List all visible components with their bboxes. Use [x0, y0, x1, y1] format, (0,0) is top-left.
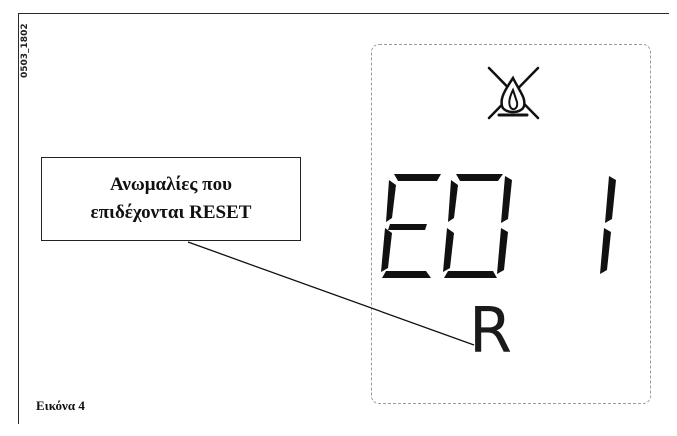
callout-line-1: Ανωμαλίες που: [110, 174, 232, 195]
callout-box: Ανωμαλίες που επιδέχονται RESET: [41, 157, 301, 241]
figure-caption: Εικόνα 4: [36, 398, 85, 413]
reset-indicator: R: [469, 294, 513, 367]
segment-digit-1: [600, 176, 616, 274]
callout-line-2: επιδέχονται RESET: [90, 202, 252, 223]
flame-crossed-icon: [487, 66, 540, 120]
segment-digit-0: [443, 174, 512, 278]
lcd-display: [371, 44, 651, 404]
callout-leader-line: [187, 241, 475, 346]
segment-digit-e: [381, 174, 441, 278]
figure-frame: [18, 13, 669, 424]
